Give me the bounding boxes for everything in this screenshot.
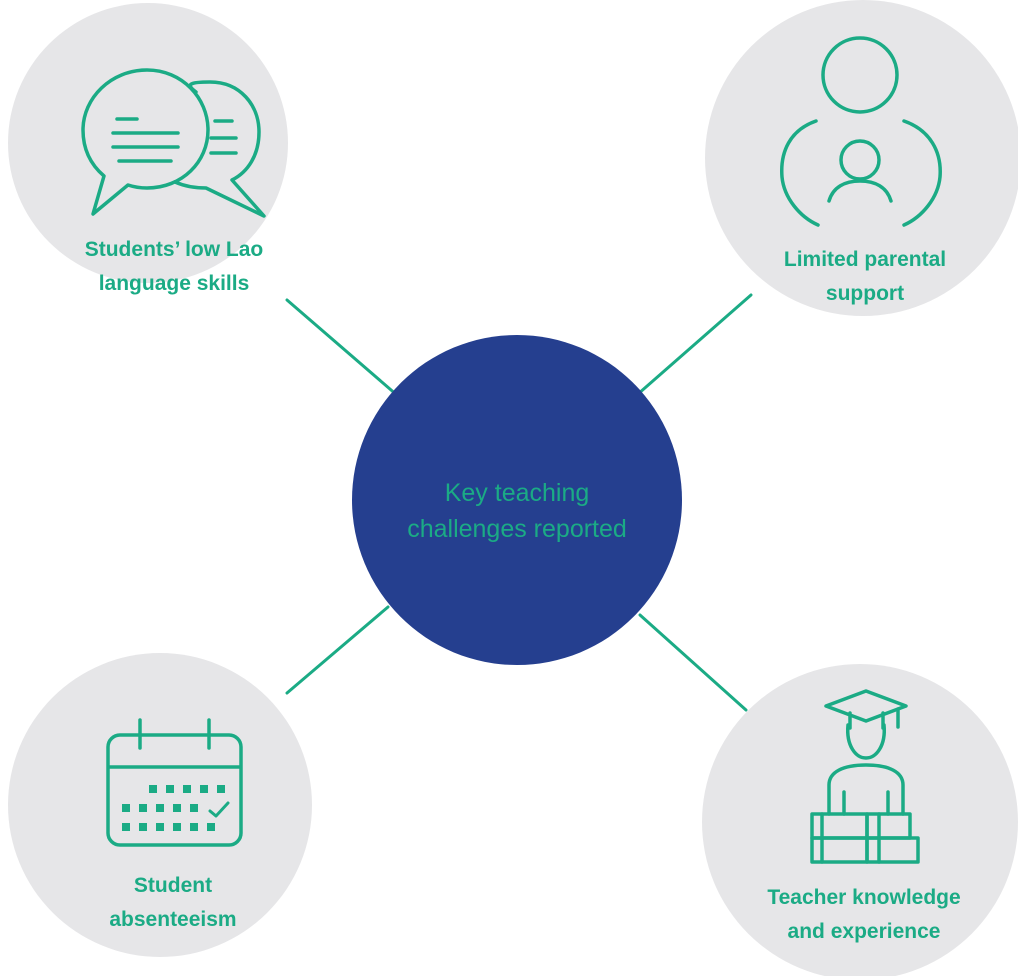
node-label-line2: support bbox=[826, 282, 904, 305]
node-parental-support: Limited parental support bbox=[705, 0, 1018, 316]
node-language-skills: Students’ low Lao language skills bbox=[8, 3, 288, 295]
connectors bbox=[285, 293, 753, 712]
node-label-line1: Students’ low Lao bbox=[85, 238, 264, 261]
connector-top-right bbox=[636, 293, 753, 396]
node-circle bbox=[8, 3, 288, 283]
center-circle bbox=[352, 335, 682, 665]
center-hub: Key teaching challenges reported bbox=[352, 335, 682, 665]
calendar-icon bbox=[106, 718, 243, 847]
connector-top-left bbox=[285, 298, 400, 398]
node-label-line2: and experience bbox=[788, 920, 941, 943]
checkmark-icon bbox=[208, 801, 230, 818]
node-label-line2: absenteeism bbox=[109, 908, 236, 931]
center-label-line2: challenges reported bbox=[407, 515, 627, 543]
node-label-line1: Teacher knowledge bbox=[767, 886, 960, 909]
graduate-books-icon bbox=[810, 689, 920, 864]
parent-child-icon bbox=[780, 36, 942, 227]
node-label-line2: language skills bbox=[99, 272, 250, 295]
connector-bottom-right bbox=[638, 613, 748, 712]
connector-bottom-left bbox=[285, 605, 390, 695]
center-label-line1: Key teaching bbox=[445, 479, 590, 507]
node-teacher-knowledge: Teacher knowledge and experience bbox=[702, 664, 1018, 976]
node-label-line1: Student bbox=[134, 874, 212, 897]
node-label-line1: Limited parental bbox=[784, 248, 946, 271]
speech-bubbles-icon bbox=[81, 68, 266, 218]
node-circle bbox=[702, 664, 1018, 976]
node-circle bbox=[705, 0, 1018, 316]
node-student-absenteeism: Student absenteeism bbox=[8, 653, 312, 957]
